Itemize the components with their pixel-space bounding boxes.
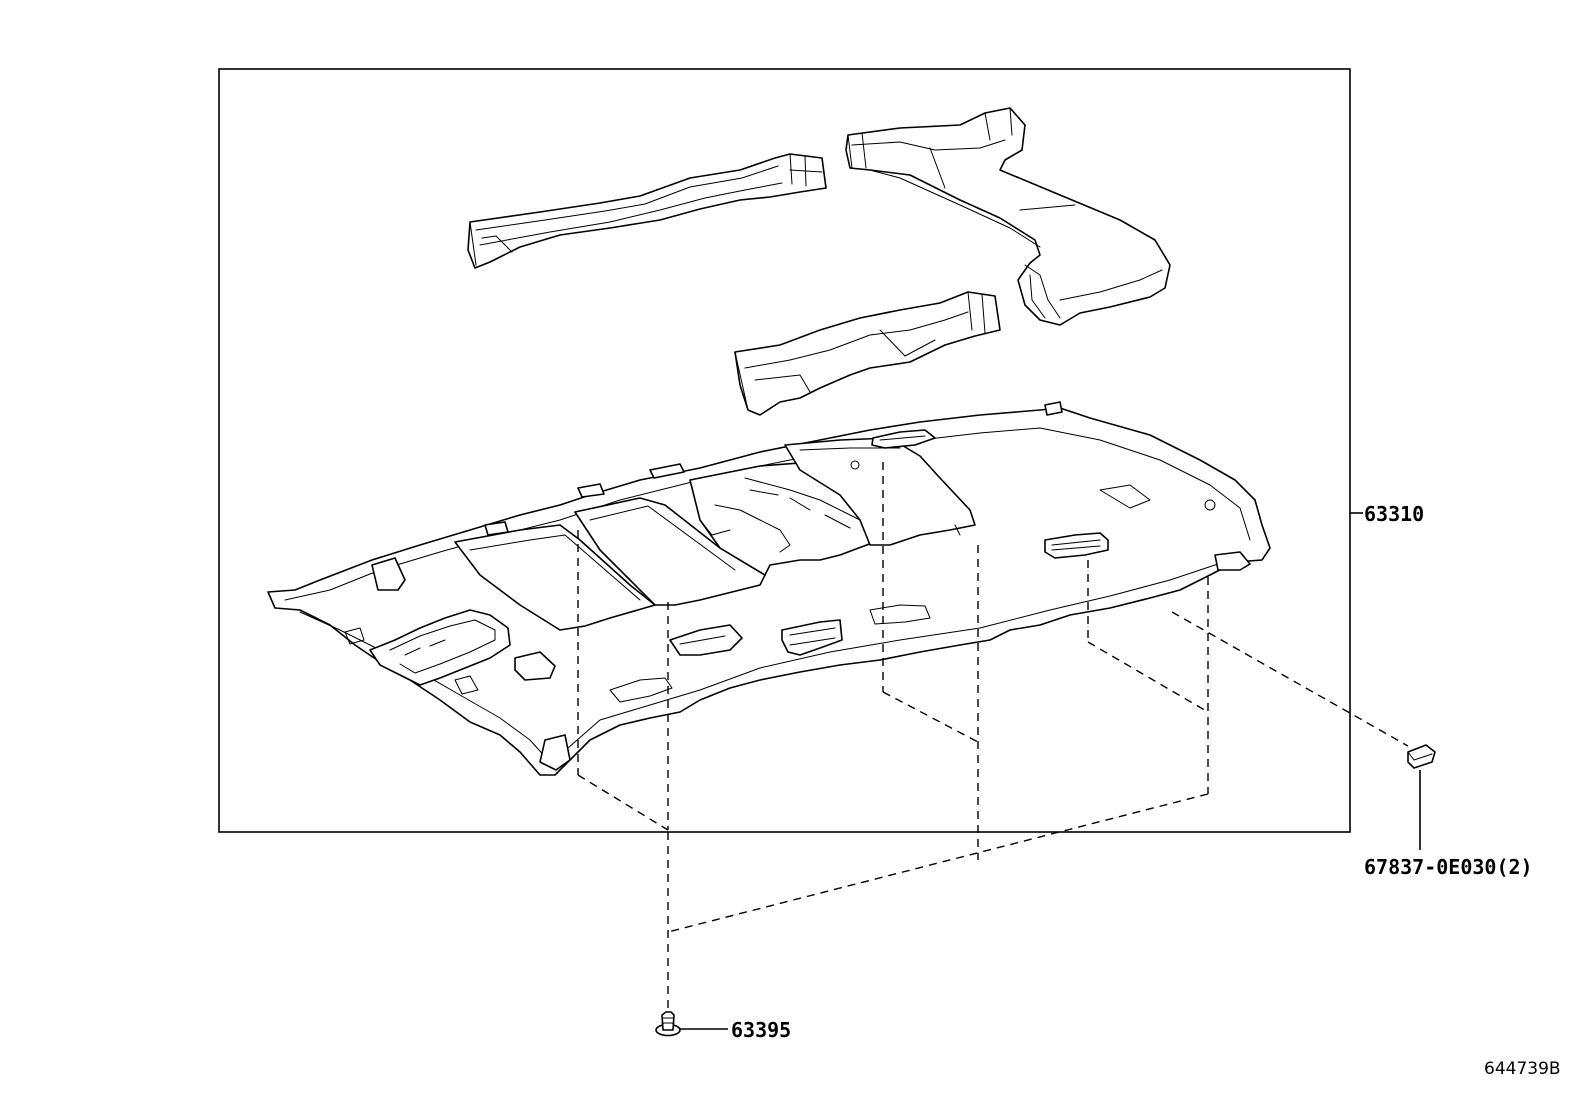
part-number-headliner[interactable]: 63310 bbox=[1364, 502, 1424, 526]
air-duct-front[interactable] bbox=[467, 153, 827, 269]
headliner-clip[interactable] bbox=[655, 1011, 681, 1037]
air-duct-rear[interactable] bbox=[845, 107, 1171, 326]
roof-headliner[interactable] bbox=[267, 401, 1271, 776]
figure-id: 644739B bbox=[1484, 1059, 1561, 1079]
part-number-clip[interactable]: 63395 bbox=[731, 1018, 791, 1042]
assembly-frame bbox=[218, 68, 1351, 833]
dashed-leaders bbox=[577, 462, 1409, 1018]
air-duct-center[interactable] bbox=[734, 291, 1001, 416]
part-number-cap[interactable]: 67837-0E030(2) bbox=[1364, 855, 1533, 879]
headliner-cap[interactable] bbox=[1407, 744, 1436, 769]
